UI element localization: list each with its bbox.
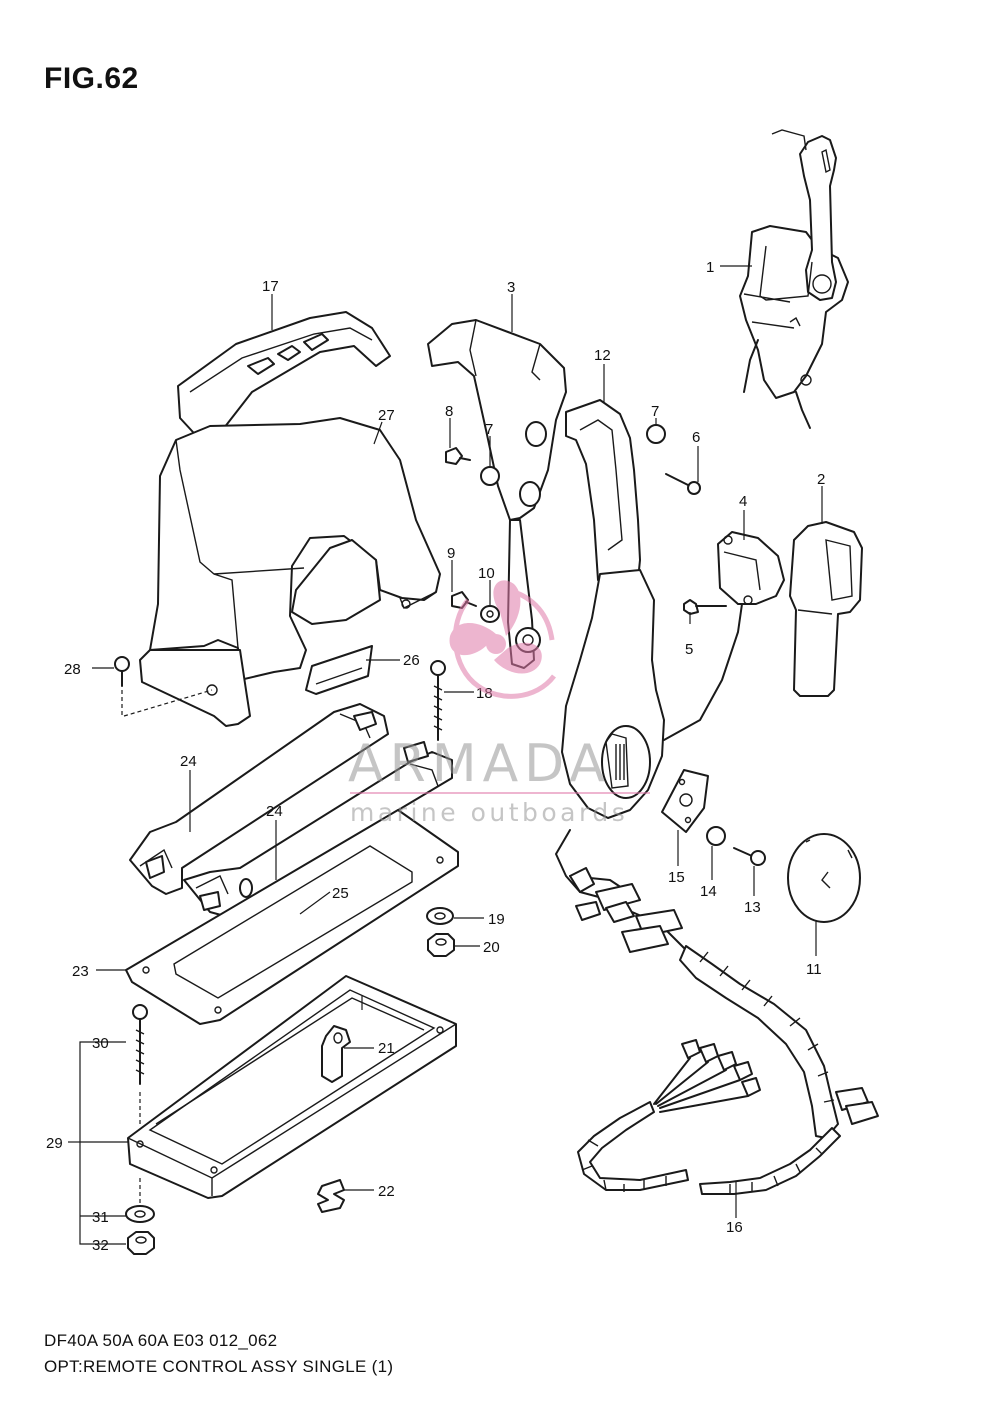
callout-30: 30 xyxy=(92,1035,109,1052)
callout-8: 8 xyxy=(445,403,453,420)
part-5-screw xyxy=(683,599,727,615)
part-13-screw xyxy=(733,847,766,866)
part-27-main-cover xyxy=(139,417,441,727)
part-17-top-cover xyxy=(177,311,391,453)
callout-28: 28 xyxy=(64,661,81,678)
part-1-remote-control-unit xyxy=(739,129,849,429)
watermark-brand-text: ARMADA xyxy=(348,734,611,794)
part-32-nut xyxy=(127,1231,155,1255)
callout-22: 22 xyxy=(378,1183,395,1200)
callout-10: 10 xyxy=(478,565,495,582)
callout-26: 26 xyxy=(403,652,420,669)
callout-23: 23 xyxy=(72,963,89,980)
callout-25: 25 xyxy=(332,885,349,902)
part-7-washers xyxy=(480,424,666,486)
watermark-tagline: marine outboards xyxy=(350,798,629,827)
watermark-propeller-icon xyxy=(449,580,556,699)
part-15-plate xyxy=(661,769,709,833)
callout-7-left: 7 xyxy=(485,421,493,438)
part-28-screw xyxy=(114,656,213,717)
part-19-washer xyxy=(426,907,454,925)
part-10-washer xyxy=(480,605,500,623)
callout-32: 32 xyxy=(92,1237,109,1254)
group-bracket-29-32 xyxy=(79,1041,128,1245)
figure-title: FIG.62 xyxy=(44,62,139,95)
model-code: DF40A 50A 60A E03 012_062 xyxy=(44,1331,278,1350)
callout-7-right: 7 xyxy=(651,403,659,420)
callout-4: 4 xyxy=(739,493,747,510)
watermark-underline xyxy=(350,792,650,794)
callout-labels: 1 2 3 4 5 6 7 7 8 9 10 11 12 13 14 15 16… xyxy=(46,259,825,1254)
callout-19: 19 xyxy=(488,911,505,928)
part-29-base-housing xyxy=(127,975,457,1199)
leader-lines xyxy=(68,265,823,1218)
callout-15: 15 xyxy=(668,869,685,886)
assembly-name: OPT:REMOTE CONTROL ASSY SINGLE (1) xyxy=(44,1357,394,1376)
callout-3: 3 xyxy=(507,279,515,296)
part-16-wiring-harness xyxy=(555,829,879,1195)
part-30-long-screw xyxy=(132,1004,148,1124)
callout-2: 2 xyxy=(817,471,825,488)
part-22-clip xyxy=(317,1179,345,1213)
part-4-switch-module xyxy=(663,531,785,741)
callout-12: 12 xyxy=(594,347,611,364)
callout-20: 20 xyxy=(483,939,500,956)
callout-5: 5 xyxy=(685,641,693,658)
part-14-washer xyxy=(706,826,726,846)
callout-16: 16 xyxy=(726,1219,743,1236)
part-11-cap xyxy=(787,833,861,923)
callout-14: 14 xyxy=(700,883,717,900)
part-6-screw xyxy=(665,473,701,495)
part-8-bolt xyxy=(445,447,471,465)
callout-27: 27 xyxy=(378,407,395,424)
callout-29: 29 xyxy=(46,1135,63,1152)
callout-1: 1 xyxy=(706,259,714,276)
callout-13: 13 xyxy=(744,899,761,916)
part-24-upper-bracket xyxy=(129,703,389,895)
callout-31: 31 xyxy=(92,1209,109,1226)
callout-17: 17 xyxy=(262,278,279,295)
callout-6: 6 xyxy=(692,429,700,446)
part-31-washer xyxy=(125,1178,155,1223)
part-2-handle-grip xyxy=(789,521,863,697)
part-20-nut xyxy=(427,933,455,957)
part-18-long-screw xyxy=(430,660,446,741)
callout-11: 11 xyxy=(806,961,822,978)
callout-9: 9 xyxy=(447,545,455,562)
part-21-clamp xyxy=(321,1025,351,1083)
part-12-lever-arm xyxy=(561,399,665,819)
callout-24-lower: 24 xyxy=(266,803,283,820)
part-23-gasket xyxy=(125,809,459,1025)
part-26-cover-plate xyxy=(305,645,373,695)
callout-24-upper: 24 xyxy=(180,753,197,770)
callout-21: 21 xyxy=(378,1040,395,1057)
